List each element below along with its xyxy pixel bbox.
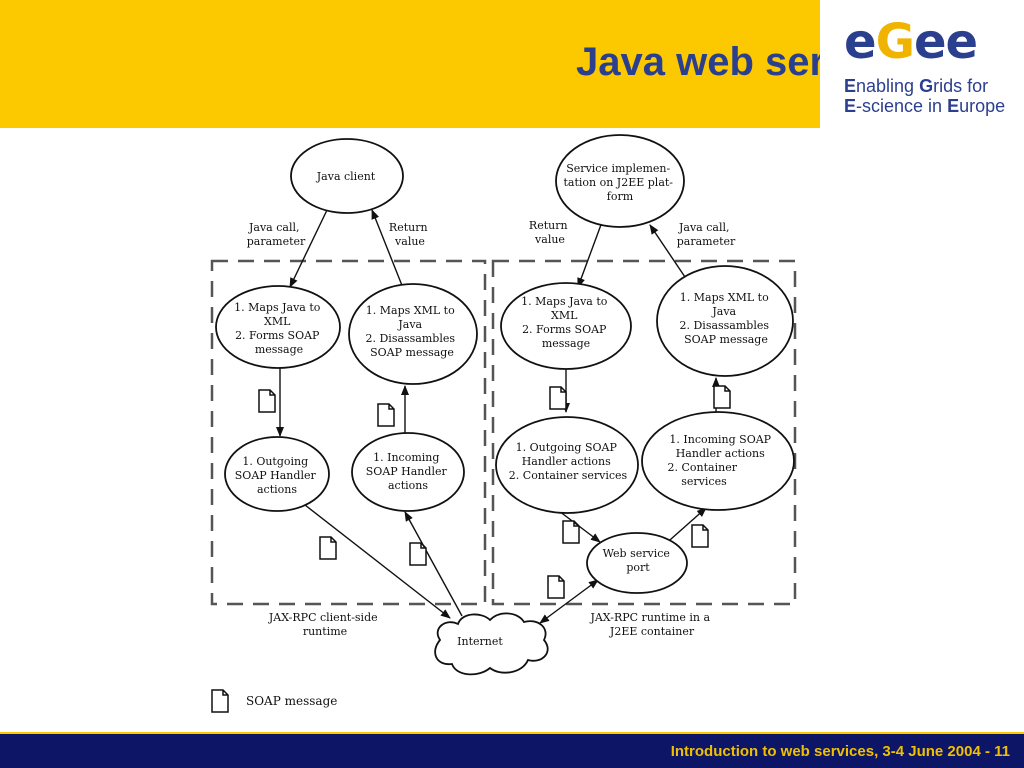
server-maps-java-to-xml-node [500, 282, 632, 370]
server-outgoing-handler-node [495, 416, 639, 514]
edge-java-xml-to-service [577, 221, 603, 288]
internet-label: Internet [457, 635, 503, 648]
edge-xml-java-to-client [371, 209, 406, 294]
soap-message-icon [547, 575, 565, 599]
server-maps-xml-to-java-label: 1. Maps XML to Java 2. Disassambles SOAP… [679, 291, 772, 346]
legend-soap-message-icon [211, 689, 229, 713]
client-maps-xml-to-java-label: 1. Maps XML to Java 2. Disassambles SOAP… [365, 304, 458, 359]
client-maps-xml-to-java-node [348, 283, 478, 385]
soap-message-icon [549, 386, 567, 410]
soap-message-icon [409, 542, 427, 566]
client-runtime-box [210, 259, 487, 606]
soap-message-icon [691, 524, 709, 548]
legend-label: SOAP message [246, 694, 337, 708]
soap-message-icon [562, 520, 580, 544]
egee-logo: eGee Enabling Grids for E-science in Eur… [820, 0, 1024, 128]
soap-message-icon [713, 385, 731, 409]
client-incoming-handler-label: 1. Incoming SOAP Handler actions [366, 451, 450, 492]
logo-wordmark: eGee [844, 14, 978, 70]
edge-internet-to-incoming [404, 511, 463, 617]
title-bar [0, 0, 820, 128]
java-client-node [290, 138, 404, 214]
client-incoming-handler-node [351, 432, 465, 512]
service-implementation-node [555, 134, 685, 228]
client-outgoing-handler-node [224, 436, 330, 512]
client-outgoing-handler-label: 1. Outgoing SOAP Handler actions [235, 455, 319, 496]
footer-text: Introduction to web services, 3-4 June 2… [670, 743, 1010, 760]
soap-message-icon [258, 389, 276, 413]
edge-outgoing-to-internet [304, 504, 451, 619]
edge-service-to-xml-java [649, 224, 688, 281]
footer-bar [0, 734, 1024, 768]
client-call-label: Java call, parameter [247, 221, 306, 248]
server-return-label: Return value [529, 219, 571, 246]
java-client-label: Java client [316, 170, 376, 183]
server-runtime-label: JAX-RPC runtime in a J2EE container [589, 611, 713, 638]
web-service-port-node [586, 532, 688, 594]
edge-client-to-java-xml [289, 207, 329, 288]
server-incoming-handler-label: 1. Incoming SOAP Handler actions 2. Cont… [668, 433, 775, 488]
logo-tagline: Enabling Grids for E-science in Europe [844, 76, 1006, 116]
server-maps-java-to-xml-label: 1. Maps Java to XML 2. Forms SOAP messag… [521, 295, 611, 350]
server-runtime-box [491, 259, 797, 606]
client-runtime-label: JAX-RPC client-side runtime [268, 611, 381, 638]
soap-message-icon [319, 536, 337, 560]
internet-cloud [434, 612, 549, 676]
web-service-port-label: Web service port [603, 547, 674, 574]
client-return-label: Return value [389, 221, 431, 248]
edge-internet-port [539, 579, 599, 624]
client-maps-java-to-xml-label: 1. Maps Java to XML 2. Forms SOAP messag… [234, 301, 324, 356]
footer-divider [0, 732, 1024, 734]
client-maps-java-to-xml-node [215, 285, 341, 369]
server-incoming-handler-node [641, 411, 795, 511]
service-implementation-label: Service implemen- tation on J2EE plat- f… [563, 162, 676, 203]
server-outgoing-handler-label: 1. Outgoing SOAP Handler actions 2. Cont… [509, 441, 628, 482]
soap-message-icon [377, 403, 395, 427]
server-call-label: Java call, parameter [677, 221, 736, 248]
server-maps-xml-to-java-node [656, 265, 794, 377]
